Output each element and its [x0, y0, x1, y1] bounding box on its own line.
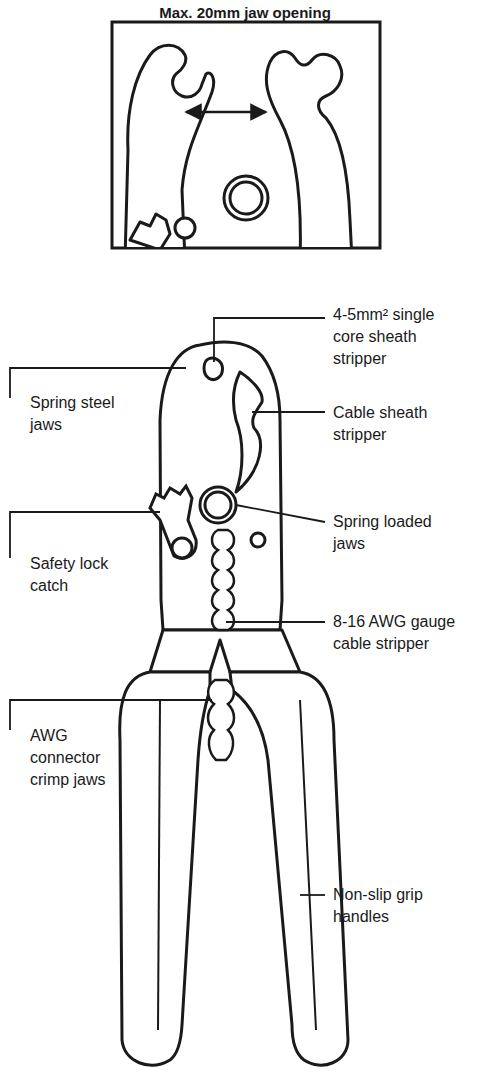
- inset-heading: Max. 20mm jaw opening: [0, 2, 490, 24]
- part-label: Non-slip grip handles: [333, 884, 433, 928]
- part-label: Safety lock catch: [30, 553, 140, 597]
- part-label: Spring loaded jaws: [333, 511, 453, 555]
- part-label: Cable sheath stripper: [333, 402, 463, 446]
- open-jaws: [125, 45, 352, 247]
- leader-lines: [10, 318, 325, 895]
- part-label: Spring steel jaws: [30, 392, 140, 436]
- part-label: 8-16 AWG gauge cable stripper: [333, 611, 473, 655]
- part-label: 4-5mm² single core sheath stripper: [333, 304, 463, 370]
- stripper-notches: [208, 530, 234, 760]
- opening-arrow: [186, 111, 266, 114]
- pivot-and-catch: [150, 486, 265, 558]
- part-label: AWG connector crimp jaws: [30, 725, 115, 791]
- pliers-body: [120, 342, 348, 1065]
